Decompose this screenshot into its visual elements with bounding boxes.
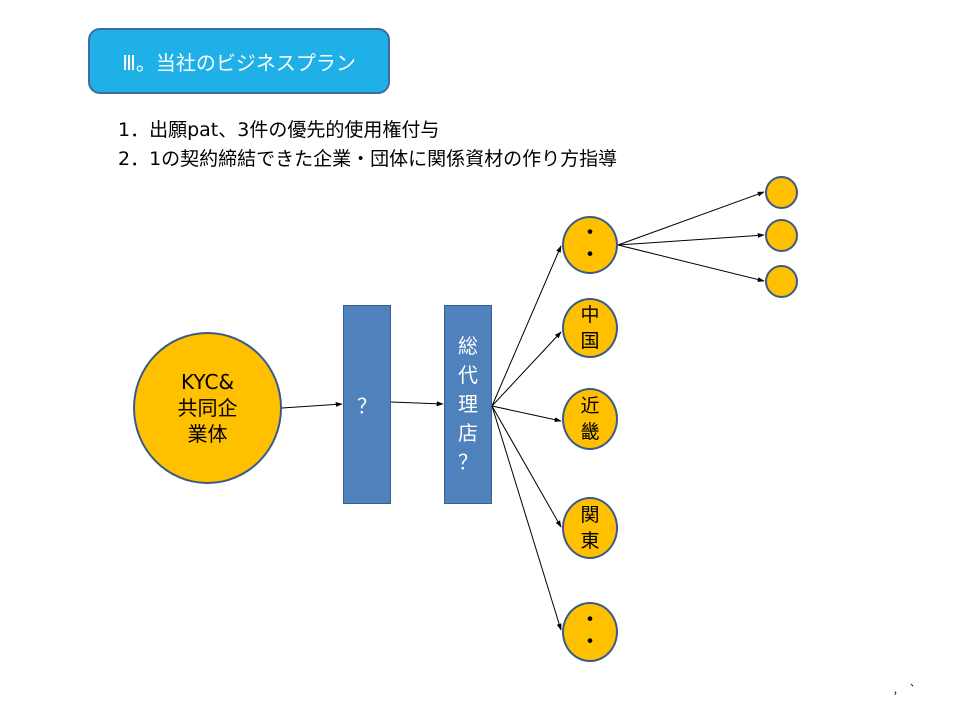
region-top-dot-2: ・: [578, 243, 601, 268]
agent-char-3: 理: [458, 392, 478, 416]
china-char-1: 中: [580, 304, 600, 326]
arrow-top-to-small-2: [617, 232, 765, 246]
kanto-char-1: 関: [580, 504, 600, 526]
arrow-agent-to-kinki: [491, 405, 562, 423]
kinki-char-2: 畿: [580, 421, 600, 443]
intermediary-box: ？: [343, 305, 391, 504]
corner-mark-2: 、: [910, 678, 920, 689]
arrow-agent-to-china: [491, 331, 562, 407]
origin-label-line-1: KYC&: [180, 370, 235, 394]
kanto-char-2: 東: [580, 530, 600, 552]
agent-char-1: 総: [458, 334, 478, 358]
arrow-top-to-small-1: [617, 191, 765, 246]
region-node-kanto: 関 東: [562, 497, 618, 559]
origin-node: KYC& 共同企 業体: [133, 332, 282, 484]
region-node-kinki: 近 畿: [562, 388, 618, 450]
general-agent-box: 総 代 理 店 ？: [444, 305, 492, 504]
arrow-agent-to-top: [491, 245, 562, 407]
intermediary-label: ？: [357, 394, 377, 418]
origin-label-line-2: 共同企: [177, 396, 238, 420]
arrow-top-to-small-3: [617, 244, 765, 282]
region-node-bottom: ・ ・: [562, 602, 618, 662]
agent-char-2: 代: [458, 363, 478, 387]
region-node-china: 中 国: [562, 298, 618, 358]
corner-mark-1: ，: [893, 686, 903, 697]
plan-point-2: 2．1の契約締結できた企業・団体に関係資材の作り方指導: [118, 148, 618, 170]
kinki-char-1: 近: [580, 395, 600, 417]
origin-label-line-3: 業体: [187, 422, 228, 446]
arrow-unknown-to-agent: [390, 401, 444, 407]
branch-node-2: [765, 219, 798, 252]
region-bottom-dot-1: ・: [578, 608, 601, 633]
branch-node-1: [765, 176, 798, 209]
arrow-origin-to-unknown: [281, 401, 343, 409]
region-bottom-dot-2: ・: [578, 630, 601, 655]
china-char-2: 国: [580, 330, 600, 352]
agent-char-4: 店: [458, 421, 478, 445]
plan-point-1: 1．出願pat、3件の優先的使用権付与: [118, 119, 440, 141]
branch-node-3: [765, 265, 798, 298]
region-node-top: ・ ・: [562, 216, 618, 274]
slide-title: Ⅲ。当社のビジネスプラン: [88, 28, 390, 94]
arrow-agent-to-kanto: [491, 405, 562, 528]
agent-char-5: ？: [458, 450, 478, 474]
arrow-agent-to-bottom: [491, 405, 562, 631]
region-top-dot-1: ・: [578, 221, 601, 246]
